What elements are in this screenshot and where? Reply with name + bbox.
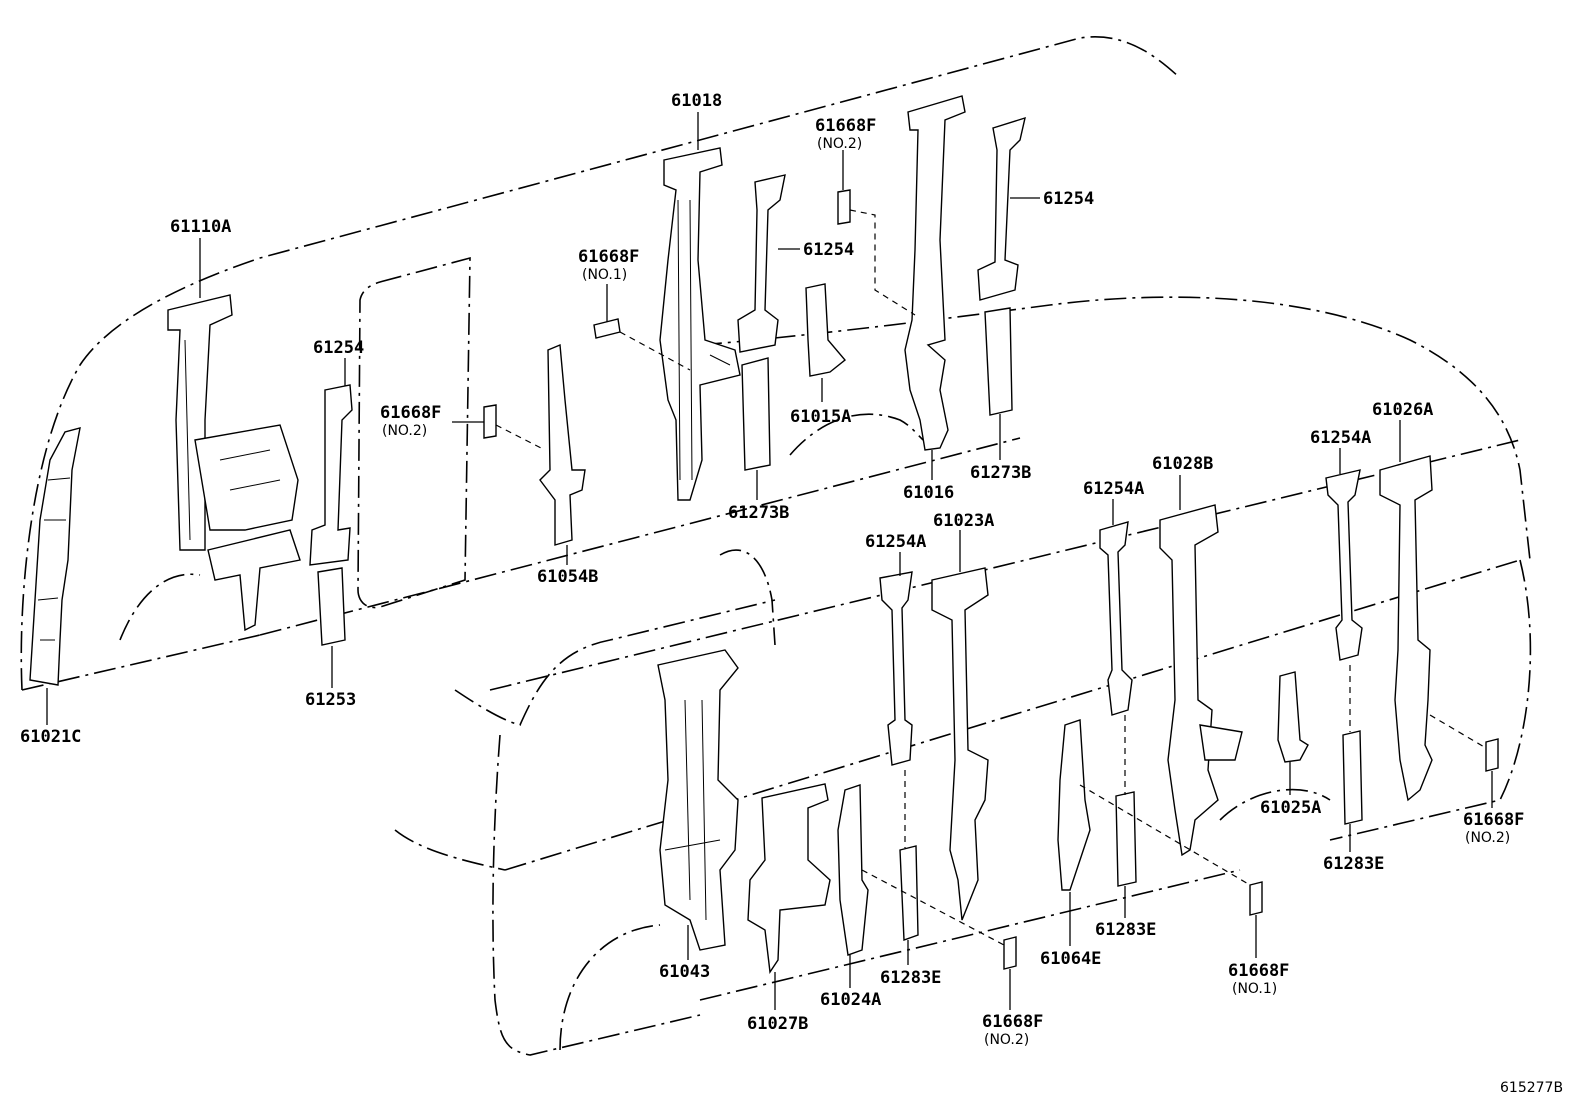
part-61273B-mid [741, 357, 771, 471]
label-61668F-left: 61668F [380, 403, 441, 423]
label-61064E: 61064E [1040, 949, 1101, 969]
part-61273B-right [984, 307, 1013, 416]
part-61668F-b2 [1003, 936, 1017, 970]
part-61024A [837, 784, 869, 956]
part-61254A-r3 [1325, 469, 1363, 661]
label-61668F-left-sub: (NO.2) [382, 423, 427, 439]
part-61254-left [309, 384, 353, 566]
label-61254-mid: 61254 [803, 240, 854, 260]
label-61026A: 61026A [1372, 400, 1433, 420]
label-61254A-r3: 61254A [1310, 428, 1371, 448]
part-61021C [29, 427, 81, 686]
label-61025A: 61025A [1260, 798, 1321, 818]
part-61254-top [977, 116, 1026, 301]
part-61064E [1057, 719, 1091, 891]
label-61668F-no1-sub: (NO.1) [582, 267, 627, 283]
alignment-lines [495, 209, 1487, 946]
label-61668F-b2: 61668F [982, 1012, 1043, 1032]
label-61015A: 61015A [790, 407, 851, 427]
part-61110A [167, 294, 301, 632]
label-61668F-b2-sub: (NO.2) [984, 1032, 1029, 1048]
upper-van-body-outline [20, 36, 1181, 691]
part-61668F-b1 [1249, 881, 1263, 916]
part-61027B [747, 783, 831, 974]
label-61668F-top: 61668F [815, 116, 876, 136]
label-61283E-m: 61283E [1095, 920, 1156, 940]
label-61283E-r: 61283E [1323, 854, 1384, 874]
label-61110A: 61110A [170, 217, 231, 237]
label-61254-left: 61254 [313, 338, 364, 358]
label-61054B: 61054B [537, 567, 598, 587]
part-61254A-r2 [1099, 521, 1133, 716]
part-61026A [1379, 455, 1433, 802]
part-61015A [805, 283, 847, 377]
label-61668F-r: 61668F [1463, 810, 1524, 830]
part-61668F-r [1485, 738, 1499, 772]
part-61028B [1159, 504, 1243, 857]
diagram-code: 615277B [1500, 1080, 1563, 1096]
label-61018: 61018 [671, 91, 722, 111]
part-61254A-r1 [879, 571, 913, 766]
part-61283E-m [1115, 791, 1137, 887]
part-61253 [317, 567, 346, 646]
label-61253: 61253 [305, 690, 356, 710]
part-61025A [1277, 671, 1309, 763]
label-61023A: 61023A [933, 511, 994, 531]
label-61021C: 61021C [20, 727, 81, 747]
label-61024A: 61024A [820, 990, 881, 1010]
label-61668F-r-sub: (NO.2) [1465, 830, 1510, 846]
part-61283E-l [899, 845, 919, 941]
label-61668F-b1-sub: (NO.1) [1232, 981, 1277, 997]
label-61273B-right: 61273B [970, 463, 1031, 483]
part-61283E-r [1342, 730, 1363, 825]
part-61668F-top [837, 189, 851, 225]
label-61028B: 61028B [1152, 454, 1213, 474]
label-61668F-b1: 61668F [1228, 961, 1289, 981]
part-61054B [539, 343, 586, 546]
part-61018 [659, 147, 741, 501]
part-61254-mid [737, 174, 786, 353]
part-61016 [904, 95, 966, 451]
label-61668F-no1: 61668F [578, 247, 639, 267]
leader-lines [46, 112, 1493, 1010]
part-61668F-left [483, 404, 497, 439]
part-labels: 61018 61110A 61668F (NO.2) 61254 61668F … [20, 91, 1563, 1096]
label-61254A-r1: 61254A [865, 532, 926, 552]
label-61043: 61043 [659, 962, 710, 982]
label-61273B-mid: 61273B [728, 503, 789, 523]
label-61668F-top-sub: (NO.2) [817, 136, 862, 152]
label-61027B: 61027B [747, 1014, 808, 1034]
label-61254A-r2: 61254A [1083, 479, 1144, 499]
label-61254-top: 61254 [1043, 189, 1094, 209]
part-61023A [931, 567, 989, 921]
part-61043 [657, 649, 739, 951]
label-61283E-l: 61283E [880, 968, 941, 988]
label-61016: 61016 [903, 483, 954, 503]
